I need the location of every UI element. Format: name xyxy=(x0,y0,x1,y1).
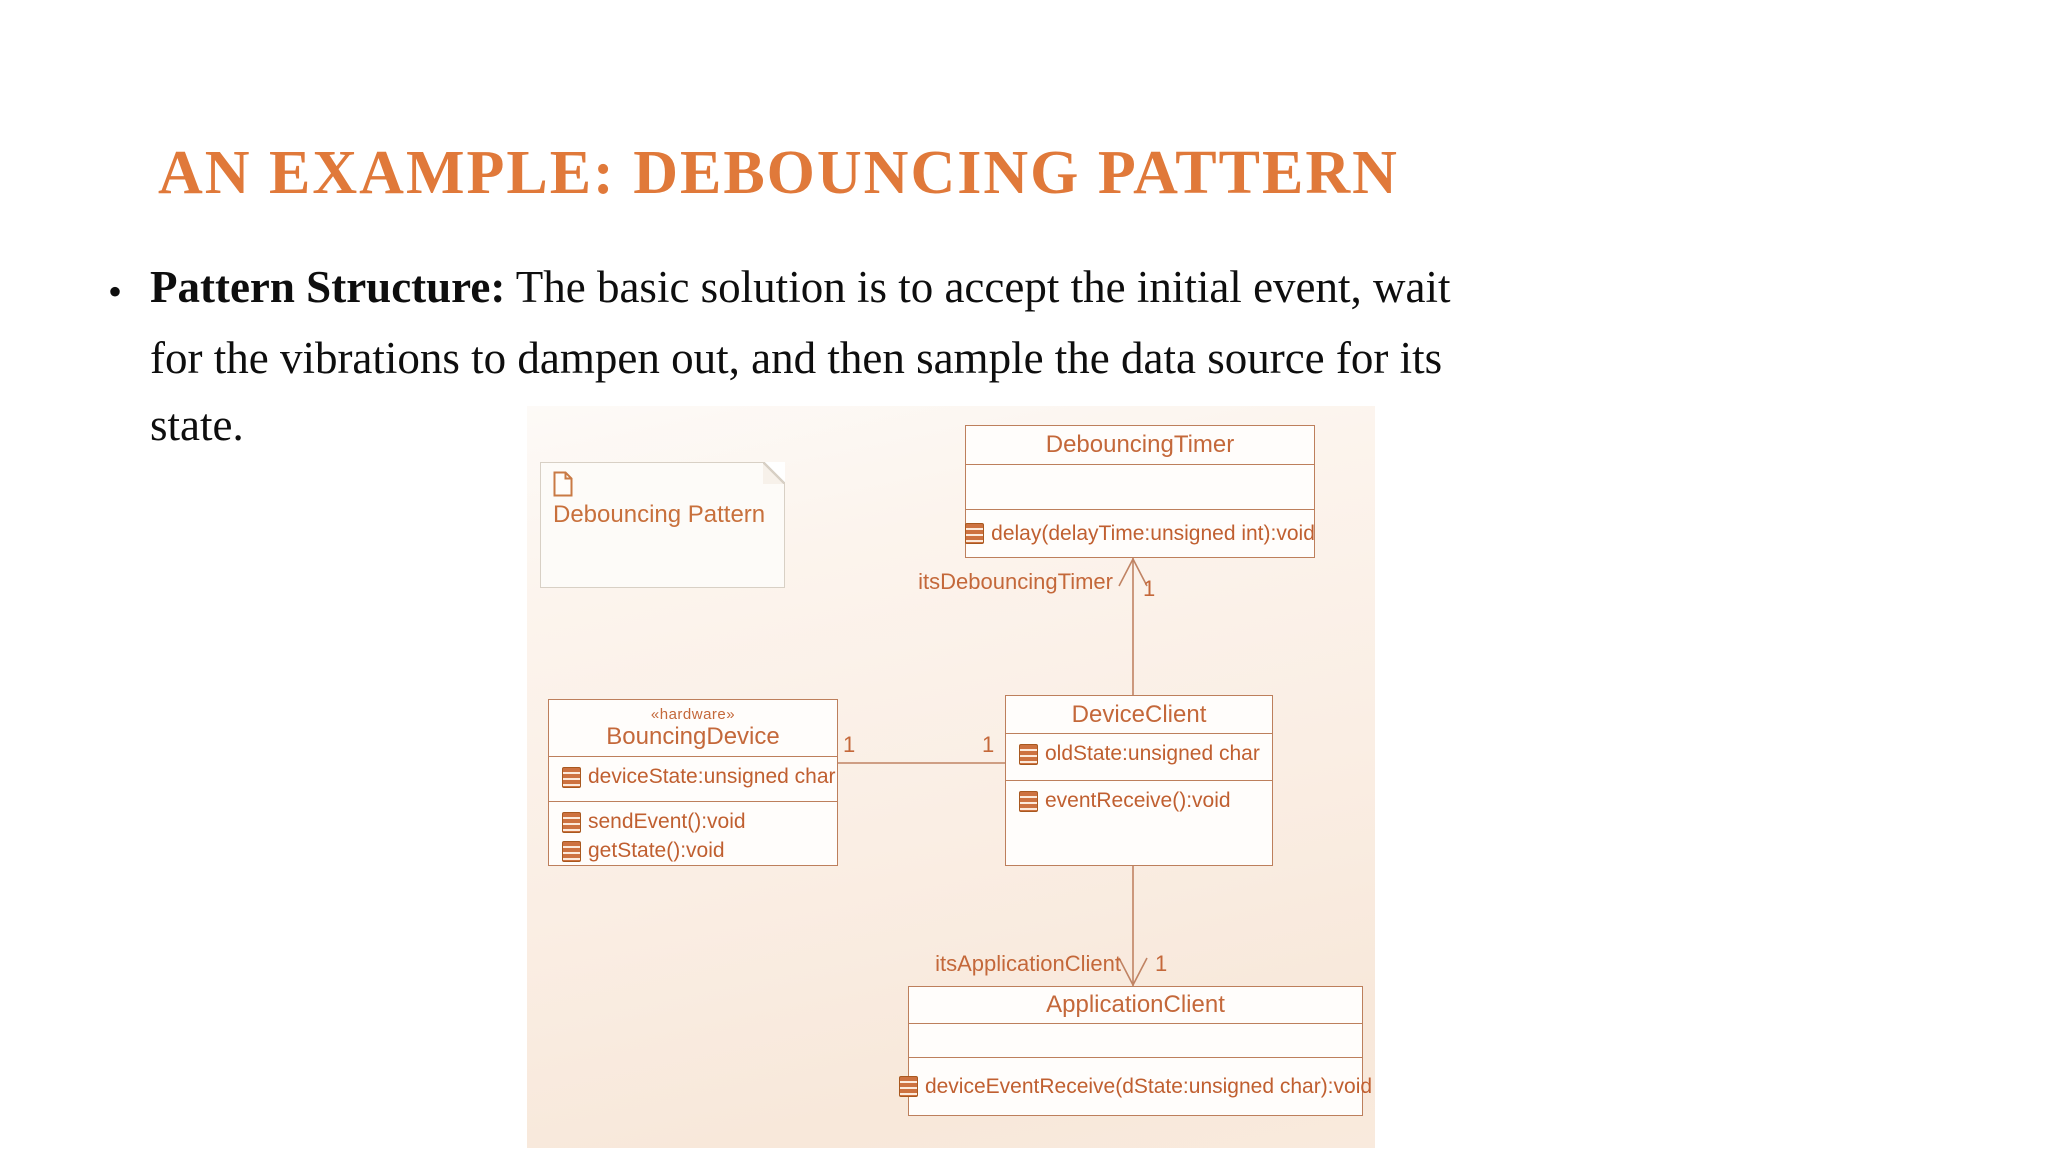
member-icon xyxy=(965,523,985,544)
member-row: deviceState:unsigned char xyxy=(562,765,836,789)
member-icon xyxy=(898,1076,918,1097)
role-itsApplicationClient: itsApplicationClient xyxy=(935,951,1121,976)
class-title: DebouncingTimer xyxy=(966,426,1314,464)
multiplicity-device-right: 1 xyxy=(982,732,995,757)
uml-class-DebouncingTimer: DebouncingTimer delay(delayTime:unsigned … xyxy=(965,425,1315,558)
operations-compartment: deviceEventReceive(dState:unsigned char)… xyxy=(898,1057,1372,1115)
member-row: sendEvent():void xyxy=(562,810,824,834)
uml-class-ApplicationClient: ApplicationClient deviceEventReceive(dSta… xyxy=(898,986,1372,1116)
member-text: eventReceive():void xyxy=(1045,789,1231,812)
bullet-paragraph: • Pattern Structure: The basic solution i… xyxy=(108,254,1451,459)
multiplicity-device-left: 1 xyxy=(843,732,856,757)
member-icon xyxy=(562,840,581,862)
note-fold-corner xyxy=(763,462,785,484)
class-name: DebouncingTimer xyxy=(1045,431,1235,458)
bullet-lead: Pattern Structure: xyxy=(150,262,506,312)
role-itsDebouncingTimer: itsDebouncingTimer xyxy=(918,569,1113,594)
member-row: getState():void xyxy=(562,839,824,863)
member-row: delay(delayTime:unsigned int):void xyxy=(965,522,1315,546)
multiplicity-appclient: 1 xyxy=(1155,951,1168,976)
class-title: DeviceClient xyxy=(1006,696,1272,733)
member-text: getState():void xyxy=(588,839,725,862)
attributes-compartment xyxy=(909,1023,1362,1057)
class-title: «hardware»BouncingDevice xyxy=(549,700,837,756)
bullet-line: state. xyxy=(150,400,244,451)
class-name: DeviceClient xyxy=(1071,700,1207,728)
member-text: delay(delayTime:unsigned int):void xyxy=(991,521,1315,545)
operations-compartment: sendEvent():void getState():void xyxy=(549,801,837,871)
class-name: ApplicationClient xyxy=(1046,991,1225,1018)
document-icon xyxy=(553,471,573,497)
uml-diagram: Debouncing Pattern DebouncingTimer delay(… xyxy=(527,406,1375,1148)
multiplicity-timer: 1 xyxy=(1143,576,1156,601)
class-title: ApplicationClient xyxy=(909,987,1362,1023)
operations-compartment: delay(delayTime:unsigned int):void xyxy=(965,509,1315,557)
note-debouncing-pattern: Debouncing Pattern xyxy=(540,462,785,588)
attributes-compartment: deviceState:unsigned char xyxy=(549,756,837,801)
bullet-line: • Pattern Structure: The basic solution i… xyxy=(108,254,1451,325)
uml-class-DeviceClient: DeviceClient oldState:unsigned char eventR… xyxy=(1005,695,1273,866)
member-icon xyxy=(1019,743,1038,765)
attributes-compartment xyxy=(966,464,1314,509)
member-icon xyxy=(1019,790,1038,812)
note-text: Debouncing Pattern xyxy=(553,501,766,528)
member-text: deviceEventReceive(dState:unsigned char)… xyxy=(924,1074,1373,1098)
operations-compartment: eventReceive():void xyxy=(1006,780,1272,865)
member-text: oldState:unsigned char xyxy=(1045,742,1260,765)
member-row: deviceEventReceive(dState:unsigned char)… xyxy=(898,1074,1373,1099)
class-name: BouncingDevice xyxy=(606,722,780,750)
member-text: sendEvent():void xyxy=(588,810,746,833)
member-icon xyxy=(562,811,581,833)
open-arrowhead xyxy=(1118,957,1148,987)
attributes-compartment: oldState:unsigned char xyxy=(1006,733,1272,780)
bullet-marker: • xyxy=(108,269,123,315)
member-icon xyxy=(562,766,581,788)
association-itsApplicationClient xyxy=(1118,866,1148,987)
uml-class-BouncingDevice: «hardware»BouncingDevice deviceState:unsi… xyxy=(548,699,838,866)
member-text: deviceState:unsigned char xyxy=(588,765,836,788)
slide-title: AN EXAMPLE: DEBOUNCING PATTERN xyxy=(158,139,1399,207)
member-row: oldState:unsigned char xyxy=(1019,742,1260,766)
bullet-line: for the vibrations to dampen out, and th… xyxy=(150,333,1443,384)
class-stereotype: «hardware» xyxy=(650,705,736,723)
member-row: eventReceive():void xyxy=(1019,789,1259,813)
bullet-line1-text: The basic solution is to accept the init… xyxy=(505,262,1451,312)
